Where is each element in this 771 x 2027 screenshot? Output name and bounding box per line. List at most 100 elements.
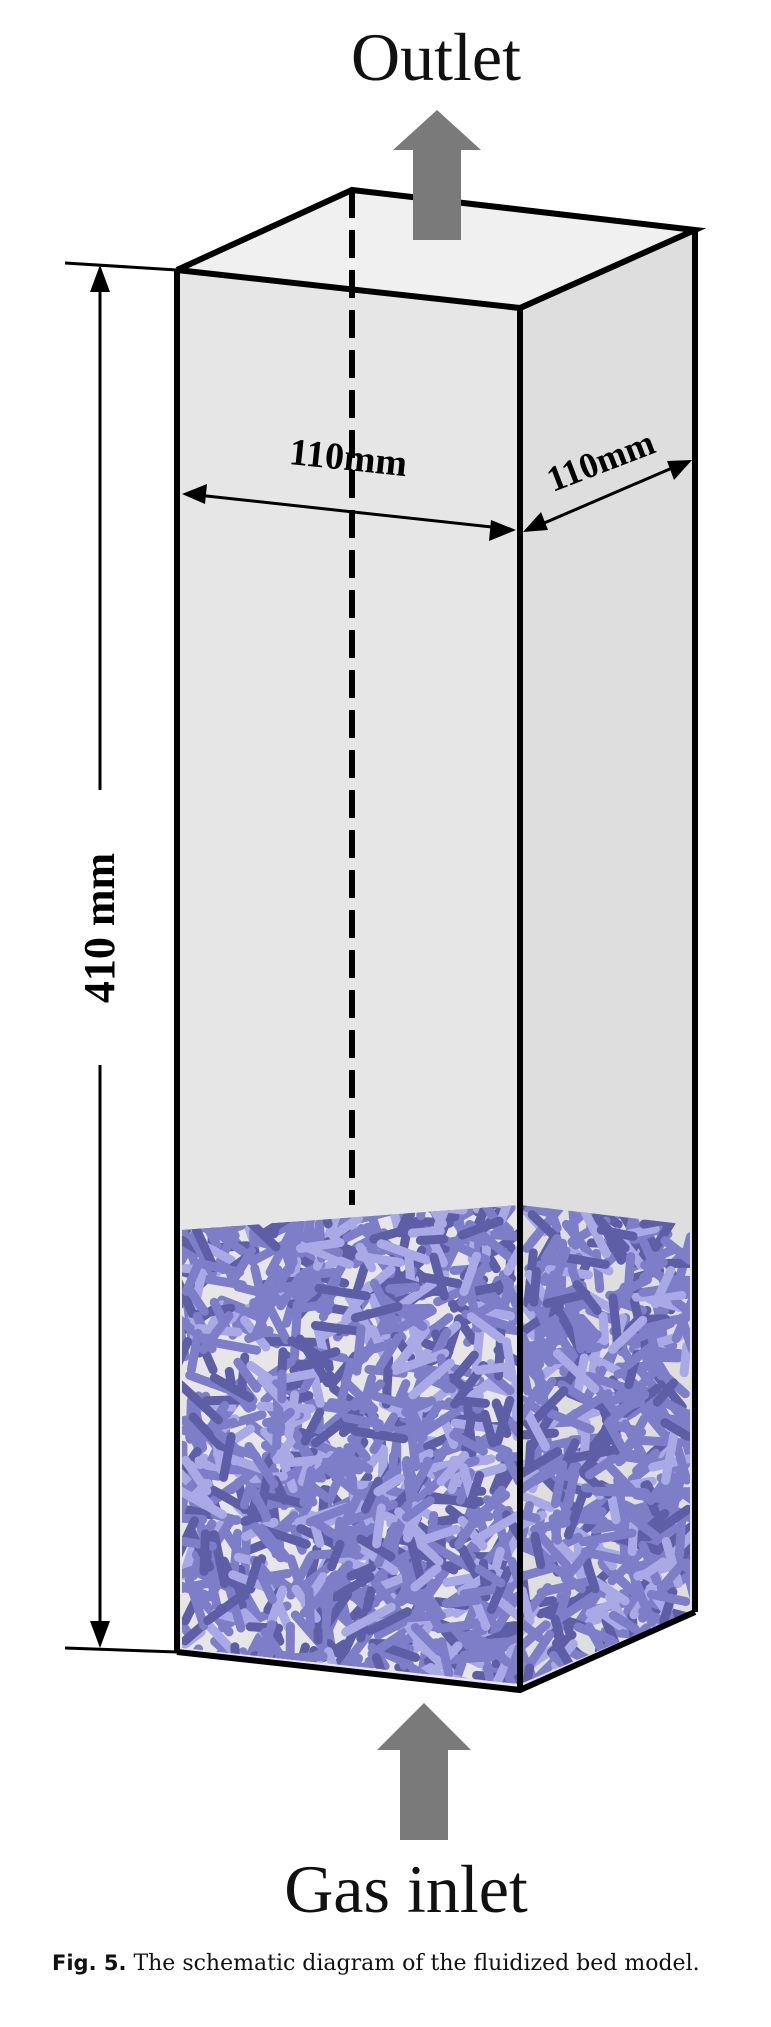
particle [202, 1242, 236, 1265]
side-width-arrowhead-left [523, 512, 548, 532]
particle [486, 1644, 518, 1684]
particle [440, 1627, 468, 1659]
particle [660, 1418, 690, 1441]
particle [632, 1490, 673, 1505]
particle [429, 1252, 449, 1301]
height-arrowhead-bottom [90, 1621, 110, 1648]
outlet-arrow [393, 110, 481, 240]
particle [413, 1564, 452, 1615]
particle [300, 1407, 325, 1446]
gas-inlet-arrow [377, 1703, 471, 1840]
particle [492, 1509, 512, 1561]
fluidized-bed-diagram: 410 mm 110mm 110mm Outlet Gas inlet [64, 19, 707, 1927]
particle [638, 1540, 662, 1586]
particle [661, 1426, 680, 1485]
particle [449, 1430, 488, 1456]
particle [410, 1564, 442, 1592]
particle [182, 1380, 224, 1425]
particle [625, 1511, 661, 1542]
particle [202, 1395, 243, 1406]
particle [603, 1460, 640, 1499]
particle [570, 1309, 586, 1354]
particle [388, 1500, 413, 1552]
front-width-dimension [187, 492, 511, 531]
particle [520, 1205, 554, 1218]
particle [355, 1339, 397, 1357]
particle [420, 1400, 444, 1431]
particle [481, 1306, 516, 1321]
particle [199, 1529, 210, 1576]
particle [679, 1341, 690, 1378]
particle [342, 1222, 373, 1242]
particle [674, 1516, 686, 1560]
particle [182, 1275, 197, 1318]
particle [182, 1563, 206, 1582]
particle [402, 1458, 415, 1504]
front-width-arrowhead-left [182, 484, 207, 504]
side-width-dimension [527, 460, 687, 532]
particle [582, 1556, 600, 1594]
particle [459, 1251, 482, 1297]
particle [627, 1519, 639, 1557]
particle [246, 1361, 274, 1384]
particle [530, 1300, 560, 1344]
particle [588, 1353, 622, 1376]
particle [335, 1490, 364, 1538]
particle [473, 1362, 511, 1375]
particle [355, 1251, 405, 1267]
particle [525, 1583, 553, 1614]
particle [415, 1234, 449, 1245]
particle [490, 1591, 520, 1636]
particle [285, 1621, 295, 1682]
particle [282, 1455, 323, 1468]
particle [486, 1566, 513, 1614]
particle [530, 1531, 546, 1570]
particle-bed-front [182, 1205, 520, 1684]
particle [616, 1501, 630, 1559]
particle [498, 1270, 520, 1313]
particle [365, 1607, 412, 1636]
particle [520, 1331, 545, 1381]
particle [361, 1476, 383, 1514]
particle [656, 1563, 684, 1593]
particle [459, 1585, 496, 1599]
particle [572, 1514, 608, 1525]
particle [346, 1562, 377, 1581]
particle [535, 1529, 573, 1572]
particle [314, 1283, 371, 1301]
particle [246, 1556, 263, 1589]
particle [341, 1602, 396, 1637]
particle [520, 1586, 535, 1626]
particle [454, 1518, 478, 1549]
particle [310, 1321, 363, 1336]
height-arrowhead-top [90, 265, 110, 292]
particle [457, 1216, 504, 1240]
particle [402, 1619, 430, 1655]
caption-text: The schematic diagram of the fluidized b… [133, 1951, 700, 1976]
particle [410, 1623, 444, 1656]
particle [476, 1636, 512, 1667]
particle [520, 1563, 558, 1584]
particle [248, 1486, 272, 1522]
particle [671, 1295, 690, 1344]
particle [405, 1412, 421, 1472]
particle [182, 1455, 212, 1496]
particle [328, 1214, 363, 1241]
particle [553, 1349, 600, 1394]
particle [567, 1444, 624, 1463]
particle [370, 1391, 411, 1410]
figure-caption: Fig. 5. The schematic diagram of the flu… [52, 1951, 752, 1976]
particle [182, 1262, 202, 1296]
particle [295, 1238, 345, 1253]
particle [558, 1587, 605, 1622]
particle [184, 1575, 209, 1631]
particle [561, 1538, 600, 1584]
particle [210, 1226, 252, 1259]
column-edges [174, 186, 707, 1694]
particle [395, 1205, 421, 1238]
particle [308, 1516, 362, 1554]
particle [287, 1336, 322, 1360]
particle [184, 1283, 209, 1316]
particle [527, 1210, 560, 1242]
particle [668, 1407, 690, 1425]
